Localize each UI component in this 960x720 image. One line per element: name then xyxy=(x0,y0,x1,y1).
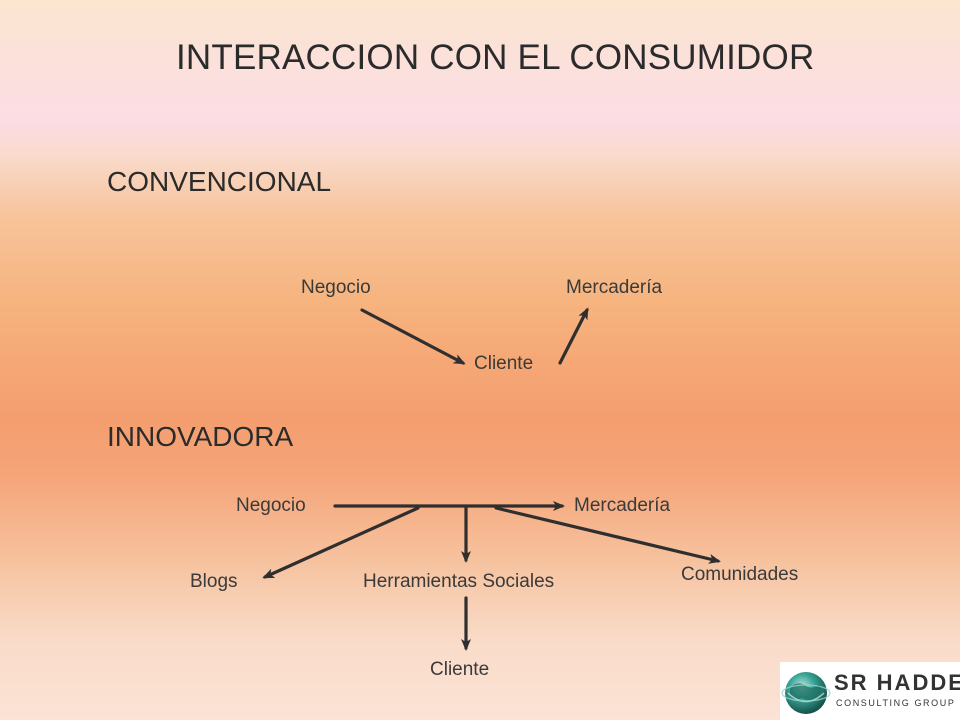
conventional-merchandise-node: Mercadería xyxy=(566,277,663,298)
arrow-to-blogs xyxy=(262,506,420,579)
arrow-client-to-merchandise xyxy=(558,307,589,365)
conventional-client-node: Cliente xyxy=(474,353,534,374)
innovative-social-tools-node: Herramientas Sociales xyxy=(363,571,555,592)
logo-subtitle: CONSULTING GROUP xyxy=(836,698,956,708)
innovative-merchandise-node: Mercadería xyxy=(574,495,671,516)
innovative-business-node: Negocio xyxy=(236,495,306,516)
conventional-business-node: Negocio xyxy=(301,277,371,298)
company-logo: SR HADDEN CONSULTING GROUP xyxy=(780,662,960,720)
slide-title: INTERACCION CON EL CONSUMIDOR xyxy=(176,38,815,77)
innovative-client-node: Cliente xyxy=(430,659,490,680)
innovative-communities-node: Comunidades xyxy=(681,564,799,585)
arrow-business-to-client xyxy=(360,308,466,365)
arrow-to-communities xyxy=(494,506,721,564)
logo-name: SR HADDEN xyxy=(834,670,960,695)
innovative-heading: INNOVADORA xyxy=(107,421,294,452)
globe-icon xyxy=(781,672,831,714)
conventional-heading: CONVENCIONAL xyxy=(107,166,332,197)
innovative-blogs-node: Blogs xyxy=(190,571,238,592)
